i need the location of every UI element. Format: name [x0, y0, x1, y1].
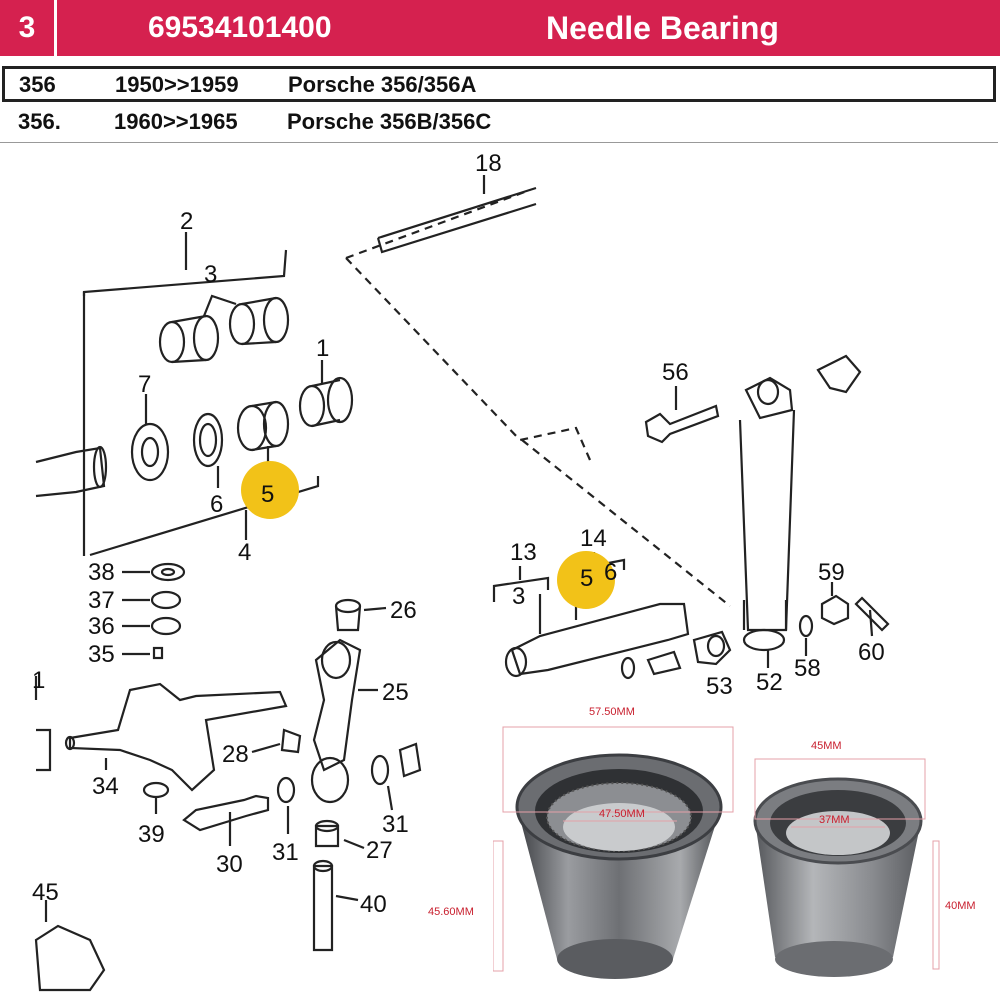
- callout-3: 3: [204, 261, 217, 288]
- callout-6: 6: [210, 491, 223, 518]
- dimension-outer-width: 57.50MM: [589, 706, 635, 718]
- callout-5-right: 5: [580, 565, 593, 592]
- item-index: 3: [0, 0, 57, 56]
- highlight-marker: [241, 461, 299, 519]
- callout-39: 39: [138, 821, 165, 848]
- callout-26: 26: [390, 597, 417, 624]
- small-bushing: [753, 777, 923, 977]
- callout-13: 13: [510, 539, 537, 566]
- model-code: 356.: [18, 109, 61, 134]
- application-row[interactable]: 356 1950>>1959 Porsche 356/356A: [2, 66, 996, 102]
- callout-38: 38: [88, 559, 115, 586]
- callout-1: 1: [316, 335, 329, 362]
- product-photo-panel: 57.50MM 47.50MM 45.60MM 45MM 37MM 40MM: [492, 697, 1000, 1000]
- model-code: 356: [19, 72, 56, 97]
- callout-36: 36: [88, 613, 115, 640]
- dimension-small-outer: 45MM: [811, 740, 842, 752]
- model-name: Porsche 356/356A: [288, 72, 477, 97]
- callout-18: 18: [475, 150, 502, 177]
- exploded-parts-diagram: 18 2 3 1 7 6 5 4 38 37 36 35 26 1 25 28 …: [32, 150, 890, 992]
- dimension-small-inner: 37MM: [819, 814, 850, 826]
- callout-27: 27: [366, 837, 393, 864]
- callout-58: 58: [794, 655, 821, 682]
- callout-34: 34: [92, 773, 119, 800]
- dimension-box: [502, 726, 734, 813]
- callout-28: 28: [222, 741, 249, 768]
- callout-4: 4: [238, 539, 251, 566]
- bearing-photo: 57.50MM 47.50MM 45.60MM 45MM 37MM 40MM: [492, 706, 976, 979]
- callout-1-left: 1: [32, 667, 45, 694]
- callout-30: 30: [216, 851, 243, 878]
- dimension-small-height: 40MM: [945, 900, 976, 912]
- dimension-outer-height-label: 45.60MM: [428, 906, 474, 918]
- large-needle-bearing: [515, 753, 723, 979]
- callout-35: 35: [88, 641, 115, 668]
- callout-59: 59: [818, 559, 845, 586]
- year-range: 1960>>1965: [114, 109, 238, 134]
- callout-52: 52: [756, 669, 783, 696]
- callout-7: 7: [138, 371, 151, 398]
- part-number: 69534101400: [148, 11, 332, 44]
- part-name: Needle Bearing: [546, 10, 779, 46]
- callout-45: 45: [32, 879, 59, 906]
- callout-31-right: 31: [382, 811, 409, 838]
- callout-53: 53: [706, 673, 733, 700]
- callout-60: 60: [858, 639, 885, 666]
- callout-37: 37: [88, 587, 115, 614]
- callout-40: 40: [360, 891, 387, 918]
- callout-3-right: 3: [512, 583, 525, 610]
- callout-6-right: 6: [604, 559, 617, 586]
- dimension-inner-width: 47.50MM: [599, 808, 645, 820]
- callout-2: 2: [180, 208, 193, 235]
- highlight-marker: [557, 551, 615, 609]
- callout-31: 31: [272, 839, 299, 866]
- year-range: 1950>>1959: [115, 72, 239, 97]
- callout-56: 56: [662, 359, 689, 386]
- callout-25: 25: [382, 679, 409, 706]
- application-row[interactable]: 356. 1960>>1965 Porsche 356B/356C: [0, 106, 998, 143]
- callout-5: 5: [261, 481, 274, 508]
- header-bar: 3 69534101400 Needle Bearing: [0, 0, 1000, 56]
- callout-14: 14: [580, 525, 607, 552]
- model-name: Porsche 356B/356C: [287, 109, 492, 134]
